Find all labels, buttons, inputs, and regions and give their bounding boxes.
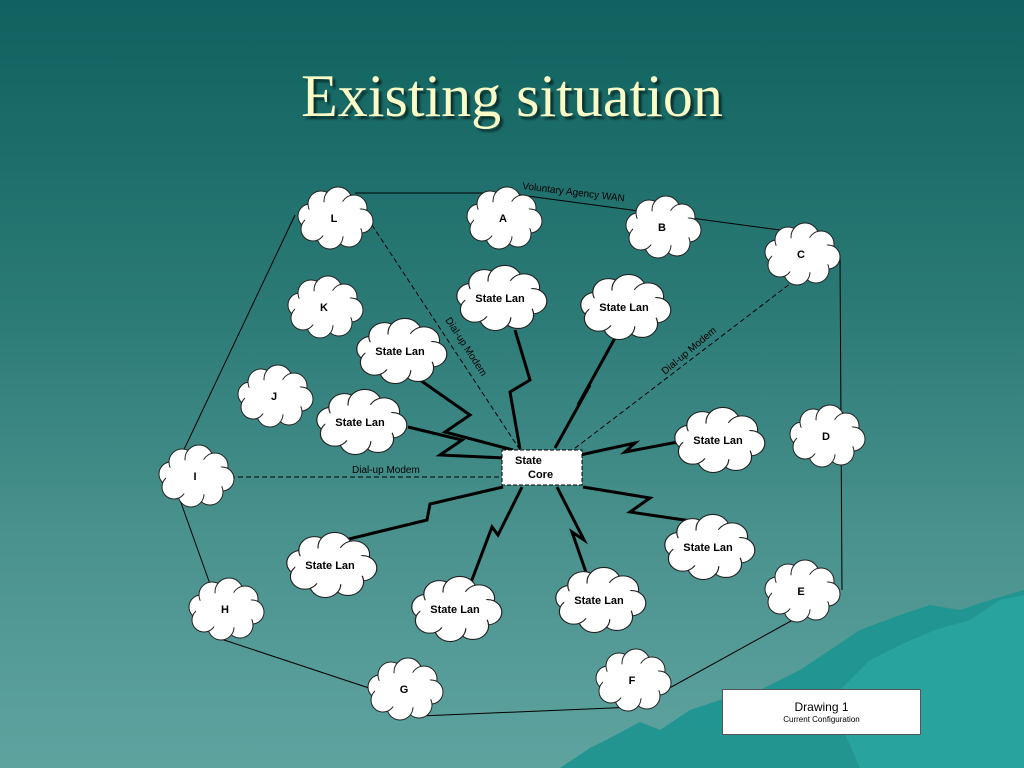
svg-text:State Lan: State Lan bbox=[599, 302, 649, 314]
svg-text:State Lan: State Lan bbox=[693, 435, 743, 447]
cloud-K: K bbox=[287, 275, 364, 339]
dialup-label-l: Dial-up Modem bbox=[442, 316, 488, 379]
svg-text:State Lan: State Lan bbox=[574, 595, 624, 607]
wan-label: Voluntary Agency WAN bbox=[522, 181, 626, 204]
cloud-label: G bbox=[400, 684, 409, 696]
svg-text:State Lan: State Lan bbox=[305, 560, 355, 572]
svg-text:State Lan: State Lan bbox=[430, 604, 480, 616]
cloud-state-lan: State Lan bbox=[580, 273, 672, 341]
svg-text:State: State bbox=[515, 455, 542, 467]
cloud-state-lan: State Lan bbox=[356, 317, 448, 385]
cloud-state-lan: State Lan bbox=[456, 264, 548, 332]
cloud-state-lan: State Lan bbox=[316, 388, 408, 456]
cloud-H: H bbox=[188, 577, 265, 641]
svg-text:State Lan: State Lan bbox=[335, 417, 385, 429]
cloud-state-lan: State Lan bbox=[555, 566, 647, 634]
dialup-label-c: Dial-up Modem bbox=[660, 325, 719, 377]
legend-box: Drawing 1 Current Configuration bbox=[722, 689, 921, 735]
cloud-G: G bbox=[367, 657, 444, 721]
svg-text:State Lan: State Lan bbox=[375, 346, 425, 358]
dialup-label-i: Dial-up Modem bbox=[352, 465, 420, 476]
cloud-label: H bbox=[221, 604, 229, 616]
cloud-label: K bbox=[320, 302, 328, 314]
svg-text:State Lan: State Lan bbox=[475, 293, 525, 305]
legend-subtitle: Current Configuration bbox=[783, 715, 860, 724]
cloud-label: C bbox=[797, 249, 805, 261]
cloud-label: J bbox=[271, 391, 277, 403]
cloud-F: F bbox=[595, 648, 672, 712]
svg-text:State Lan: State Lan bbox=[683, 542, 733, 554]
state-core-box: State Core bbox=[501, 449, 583, 486]
cloud-J: J bbox=[237, 364, 314, 428]
cloud-E: E bbox=[764, 559, 841, 623]
legend-title: Drawing 1 bbox=[794, 700, 849, 714]
cloud-label: D bbox=[822, 431, 830, 443]
dialup-lines bbox=[230, 224, 796, 478]
cloud-label: B bbox=[658, 222, 666, 234]
cloud-I: I bbox=[158, 444, 235, 508]
cloud-L: L bbox=[297, 186, 374, 250]
cloud-state-lan: State Lan bbox=[664, 513, 756, 581]
cloud-label: E bbox=[797, 586, 804, 598]
cloud-D: D bbox=[789, 404, 866, 468]
cloud-label: I bbox=[193, 471, 196, 483]
cloud-state-lan: State Lan bbox=[674, 406, 766, 474]
cloud-label: A bbox=[499, 213, 507, 225]
cloud-label: F bbox=[629, 675, 636, 687]
cloud-A: A bbox=[466, 186, 543, 250]
cloud-B: B bbox=[625, 195, 702, 259]
lightning-links bbox=[344, 329, 699, 586]
cloud-C: C bbox=[764, 222, 841, 286]
cloud-state-lan: State Lan bbox=[286, 531, 378, 599]
svg-text:Core: Core bbox=[528, 469, 553, 481]
slide-title: Existing situation bbox=[301, 63, 723, 129]
cloud-label: L bbox=[331, 213, 338, 225]
cloud-state-lan: State Lan bbox=[411, 575, 503, 643]
